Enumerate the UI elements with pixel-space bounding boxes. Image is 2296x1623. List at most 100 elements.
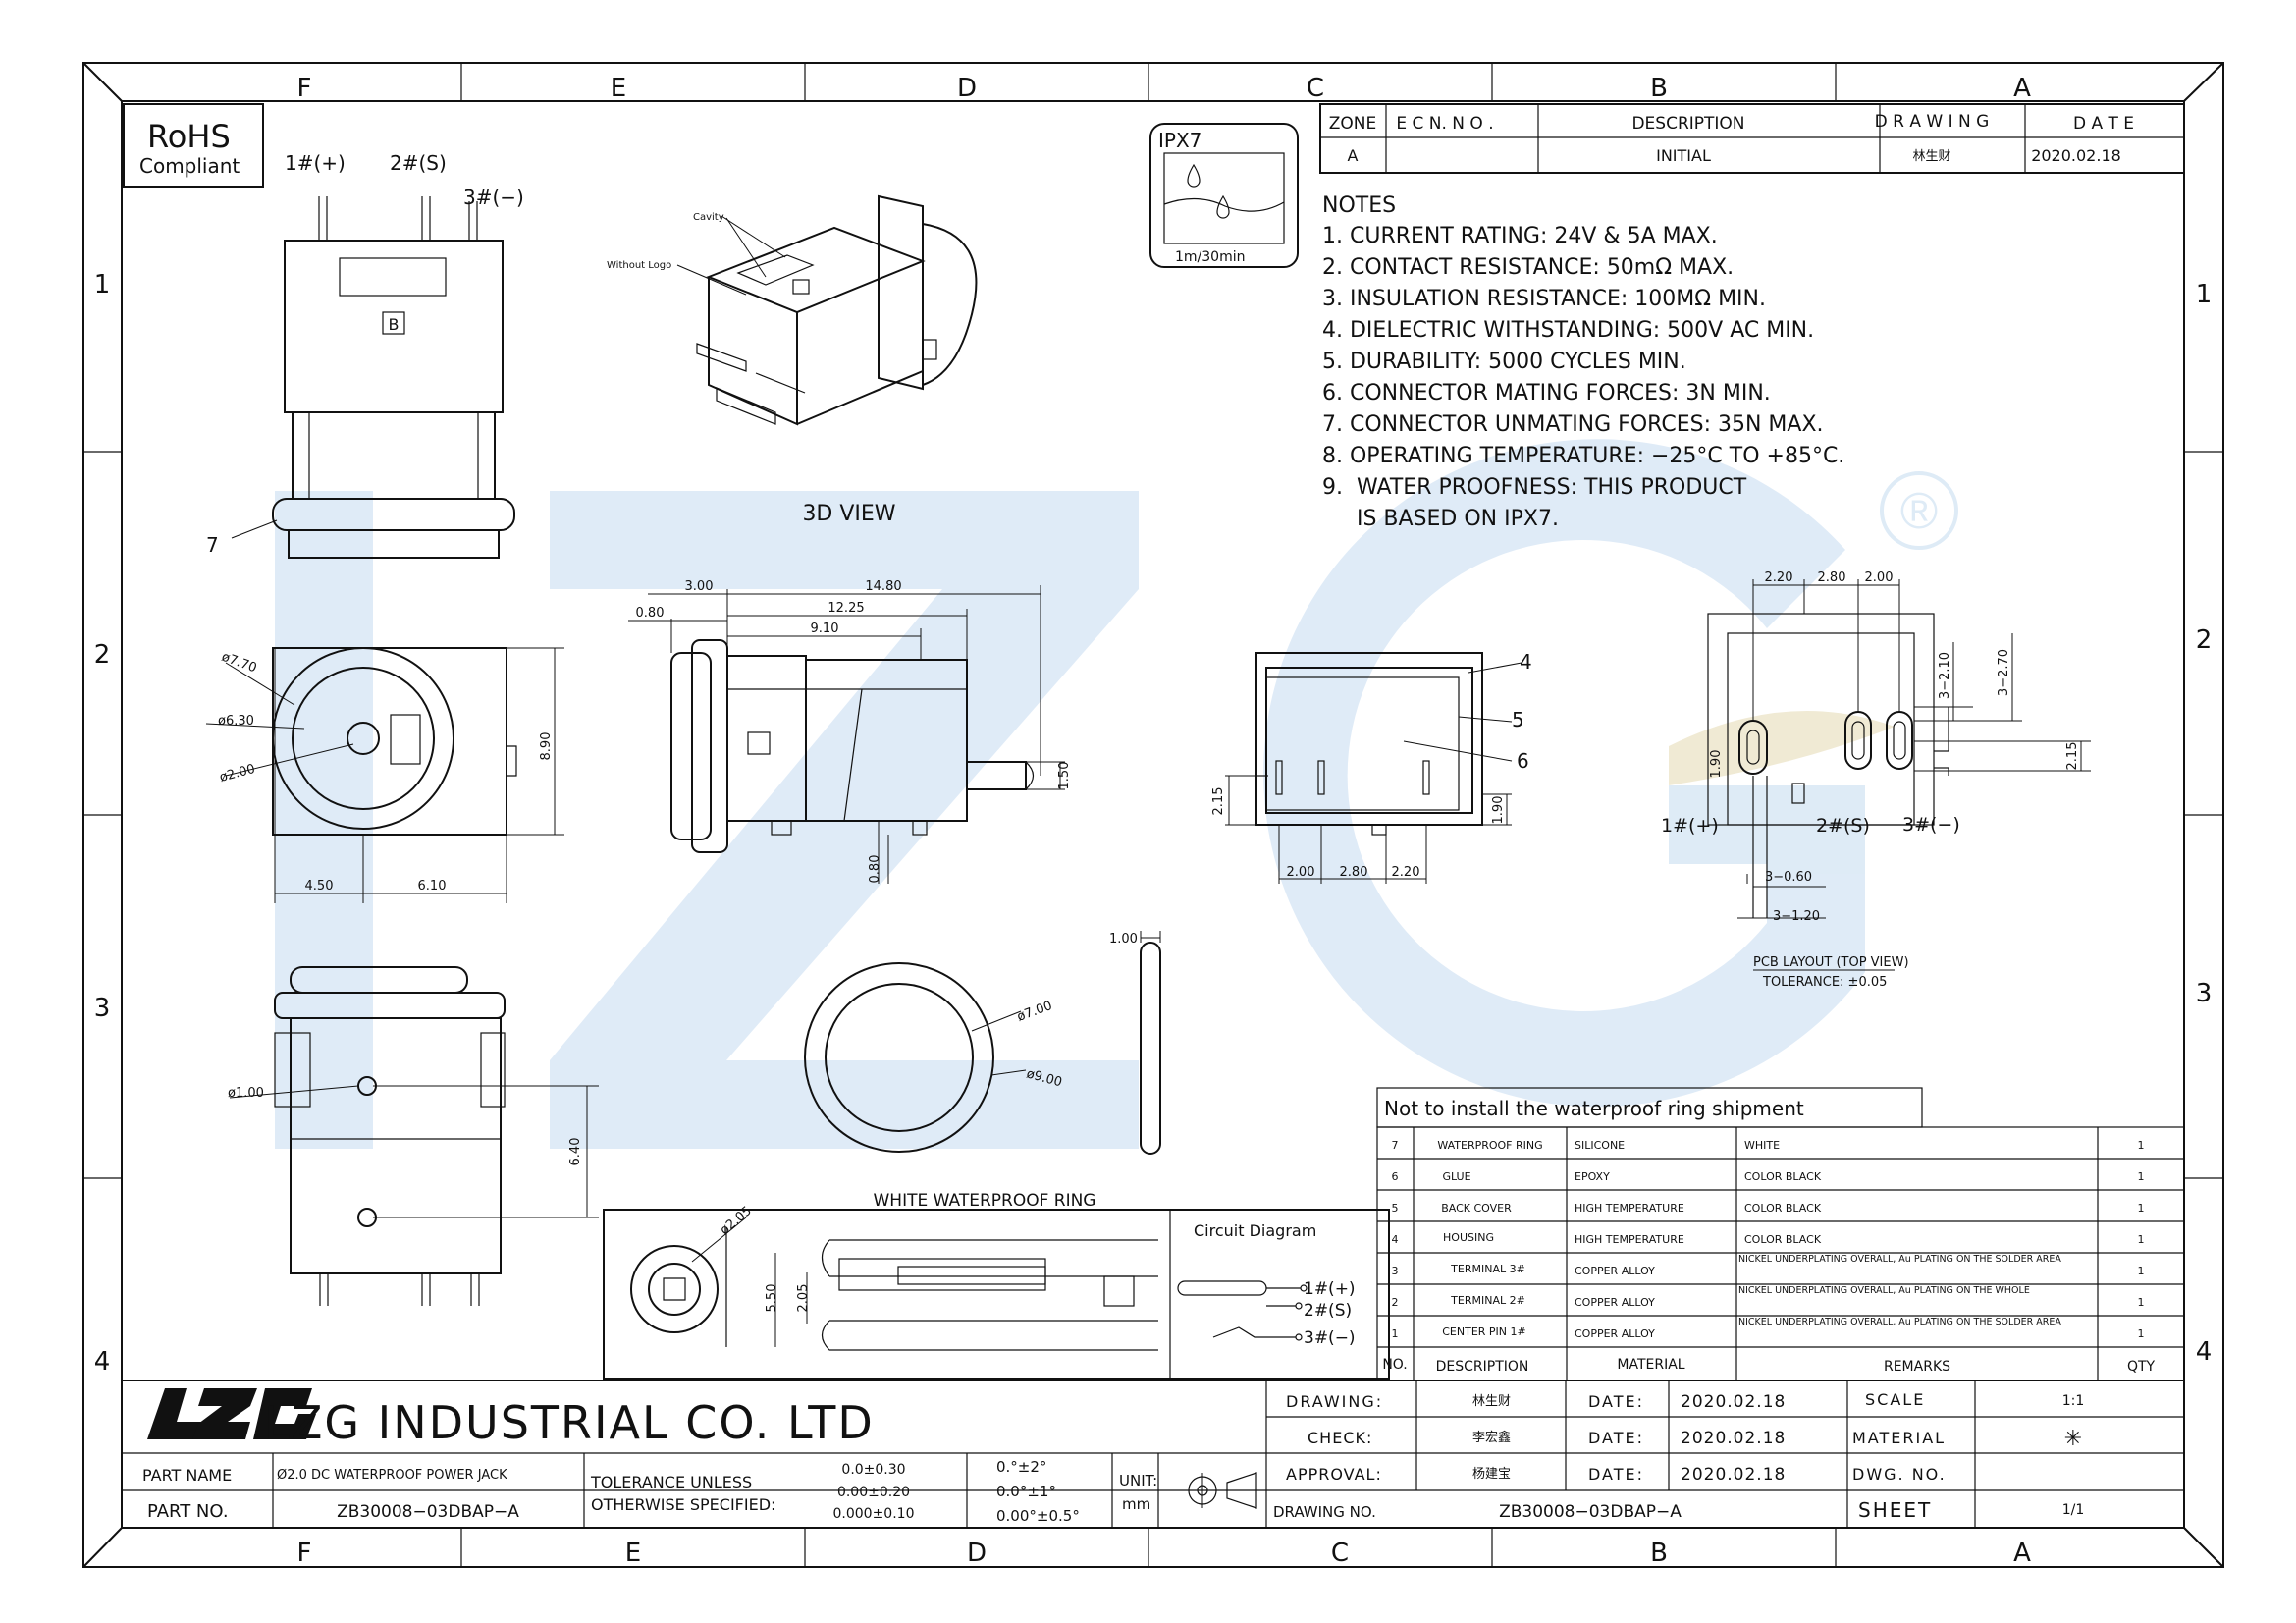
bom-header-desc: DESCRIPTION xyxy=(1436,1359,1529,1375)
pcb-pin-1: 1#(+) xyxy=(1661,815,1719,837)
bom-qty-5: 1 xyxy=(2138,1202,2145,1215)
circuit-title: Circuit Diagram xyxy=(1194,1221,1316,1240)
note-9: 9. WATER PROOFNESS: THIS PRODUCT xyxy=(1322,475,1747,500)
section-and-circuit-box: WHITE WATERPROOF RING ø2.05 5.50 2.05 Ci… xyxy=(603,1191,1390,1380)
sheet-border xyxy=(82,62,2224,1568)
zone-labels: F E D C B A F E D C B A 1 2 3 4 1 2 3 4 xyxy=(94,74,2213,1568)
title-block: LZG INDUSTRIAL CO. LTD PART NAME Ø2.0 DC… xyxy=(122,1380,2184,1528)
ipx7-badge: IPX7 1m/30min xyxy=(1149,123,1299,268)
zone-right-1: 1 xyxy=(2196,280,2213,309)
bom-mat-2: COPPER ALLOY xyxy=(1575,1296,1655,1309)
bom-no-4: 4 xyxy=(1392,1233,1399,1246)
bom-rem-5: COLOR BLACK xyxy=(1744,1202,1822,1215)
zone-bottom-c: C xyxy=(1331,1539,1349,1568)
rear-dim-200: 2.00 xyxy=(1287,865,1315,880)
rev-zone: A xyxy=(1348,146,1359,165)
dim-450: 4.50 xyxy=(305,879,334,893)
note-6: 6. CONNECTOR MATING FORCES: 3N MIN. xyxy=(1322,381,1771,406)
bom-desc-5: BACK COVER xyxy=(1441,1202,1512,1215)
bom-no-1: 1 xyxy=(1392,1327,1399,1340)
front-view: B 1#(+) 2#(S) 3#(−) 7 xyxy=(206,151,524,559)
zone-bottom-b: B xyxy=(1650,1539,1668,1568)
rohs-badge: RoHS Compliant xyxy=(123,103,264,188)
drawing-by: 林生财 xyxy=(1472,1394,1511,1409)
pcb-dim-220: 2.20 xyxy=(1765,570,1793,585)
material: ✳ xyxy=(2064,1427,2082,1451)
zone-top-d: D xyxy=(957,74,977,103)
unit-label: UNIT: xyxy=(1119,1472,1157,1489)
zone-top-b: B xyxy=(1650,74,1668,103)
tolerance-label-2: OTHERWISE SPECIFIED: xyxy=(591,1495,775,1514)
dim-dia-630: ø6.30 xyxy=(218,714,254,729)
rohs-title: RoHS xyxy=(147,118,231,155)
bom-rem-1: NICKEL UNDERPLATING OVERALL, Au PLATING … xyxy=(1738,1317,2061,1327)
bill-of-materials: Not to install the waterproof ring shipm… xyxy=(1376,1087,2185,1381)
bom-no-3: 3 xyxy=(1392,1265,1399,1277)
bom-rem-2-box: NICKEL UNDERPLATING OVERALL, Au PLATING … xyxy=(1738,1285,2030,1296)
tolerance-1: 0.0±0.30 xyxy=(841,1462,905,1478)
dwg-no-label: DWG. NO. xyxy=(1852,1465,1947,1484)
pcb-title: PCB LAYOUT (TOP VIEW) xyxy=(1753,955,1909,970)
ipx-depth: 1m/30min xyxy=(1175,249,1245,265)
sect-dim-550: 5.50 xyxy=(765,1284,779,1313)
company-name: LZG INDUSTRIAL CO. LTD xyxy=(264,1396,875,1449)
dim-1225: 12.25 xyxy=(828,601,864,616)
bom-rem-6: COLOR BLACK xyxy=(1744,1170,1822,1183)
projection-symbol xyxy=(1183,1472,1257,1509)
notes-title: NOTES xyxy=(1322,193,1396,218)
date-label-1: DATE: xyxy=(1588,1392,1644,1411)
angle-tolerance-2: 0.0°±1° xyxy=(996,1483,1056,1500)
bom-mat-5: HIGH TEMPERATURE xyxy=(1575,1202,1684,1215)
bom-rem-2: NICKEL UNDERPLATING OVERALL, Au PLATING … xyxy=(1738,1285,2030,1296)
rear-view: 4 5 6 2.15 1.90 2.00 2.80 2.20 xyxy=(1211,650,1532,884)
pcb-dim-3-210: 3−2.10 xyxy=(1938,652,1952,699)
without-logo-label: Without Logo xyxy=(607,260,671,271)
dim-910: 9.10 xyxy=(811,622,839,636)
rev-desc: INITIAL xyxy=(1656,146,1711,165)
dim-890: 8.90 xyxy=(539,732,554,761)
ring-dim-100: 1.00 xyxy=(1109,932,1138,947)
note-1: 1. CURRENT RATING: 24V & 5A MAX. xyxy=(1322,224,1718,248)
pin-label-2: 2#(S) xyxy=(390,151,447,175)
bom-rem-1-box: NICKEL UNDERPLATING OVERALL, Au PLATING … xyxy=(1738,1317,2061,1327)
scale: 1:1 xyxy=(2062,1393,2085,1409)
zone-bottom-e: E xyxy=(625,1539,641,1568)
cavity-label: Cavity xyxy=(693,212,724,223)
dim-640: 6.40 xyxy=(568,1138,583,1166)
zone-right-3: 3 xyxy=(2196,979,2213,1008)
rear-dim-280: 2.80 xyxy=(1340,865,1368,880)
bottom-view: ø1.00 6.40 xyxy=(228,966,599,1306)
rev-date: 2020.02.18 xyxy=(2031,146,2121,165)
revision-table: ZONE E C N. N O . DESCRIPTION D R A W I … xyxy=(1319,103,2185,174)
dim-150: 1.50 xyxy=(1057,762,1072,790)
company-logo xyxy=(147,1388,316,1439)
circuit-pin-3: 3#(−) xyxy=(1304,1328,1356,1348)
bom-desc-4: HOUSING xyxy=(1443,1231,1494,1244)
view-3d-title: 3D VIEW xyxy=(802,502,895,526)
rohs-subtitle: Compliant xyxy=(139,154,240,178)
note-9-cont: IS BASED ON IPX7. xyxy=(1322,507,1559,531)
dim-1480: 14.80 xyxy=(865,579,901,594)
zone-left-3: 3 xyxy=(94,994,111,1023)
zone-top-a: A xyxy=(2013,74,2031,103)
callout-5: 5 xyxy=(1512,708,1524,731)
ring-title: WHITE WATERPROOF RING xyxy=(874,1191,1096,1211)
dim-080: 0.80 xyxy=(636,606,665,621)
pcb-pin-3: 3#(−) xyxy=(1902,814,1960,836)
date-label-3: DATE: xyxy=(1588,1465,1644,1484)
rear-dim-215: 2.15 xyxy=(1211,787,1226,816)
ipx-label: IPX7 xyxy=(1158,129,1201,152)
pcb-pin-2: 2#(S) xyxy=(1816,815,1870,837)
sheet-label: SHEET xyxy=(1858,1498,1932,1522)
bom-mat-6: EPOXY xyxy=(1575,1170,1610,1183)
dim-dia-100: ø1.00 xyxy=(228,1086,264,1101)
bom-rem-4: COLOR BLACK xyxy=(1744,1233,1822,1246)
rev-ecn-header: E C N. N O . xyxy=(1396,114,1493,134)
notes: NOTES 1. CURRENT RATING: 24V & 5A MAX. 2… xyxy=(1322,193,1844,531)
bom-header-qty: QTY xyxy=(2127,1359,2156,1375)
pcb-dim-3-270: 3−2.70 xyxy=(1997,649,2011,696)
note-4: 4. DIELECTRIC WITHSTANDING: 500V AC MIN. xyxy=(1322,318,1814,343)
isometric-3d-view: Cavity Without Logo 3D VIEW xyxy=(607,194,978,526)
part-no-label: PART NO. xyxy=(147,1501,229,1522)
